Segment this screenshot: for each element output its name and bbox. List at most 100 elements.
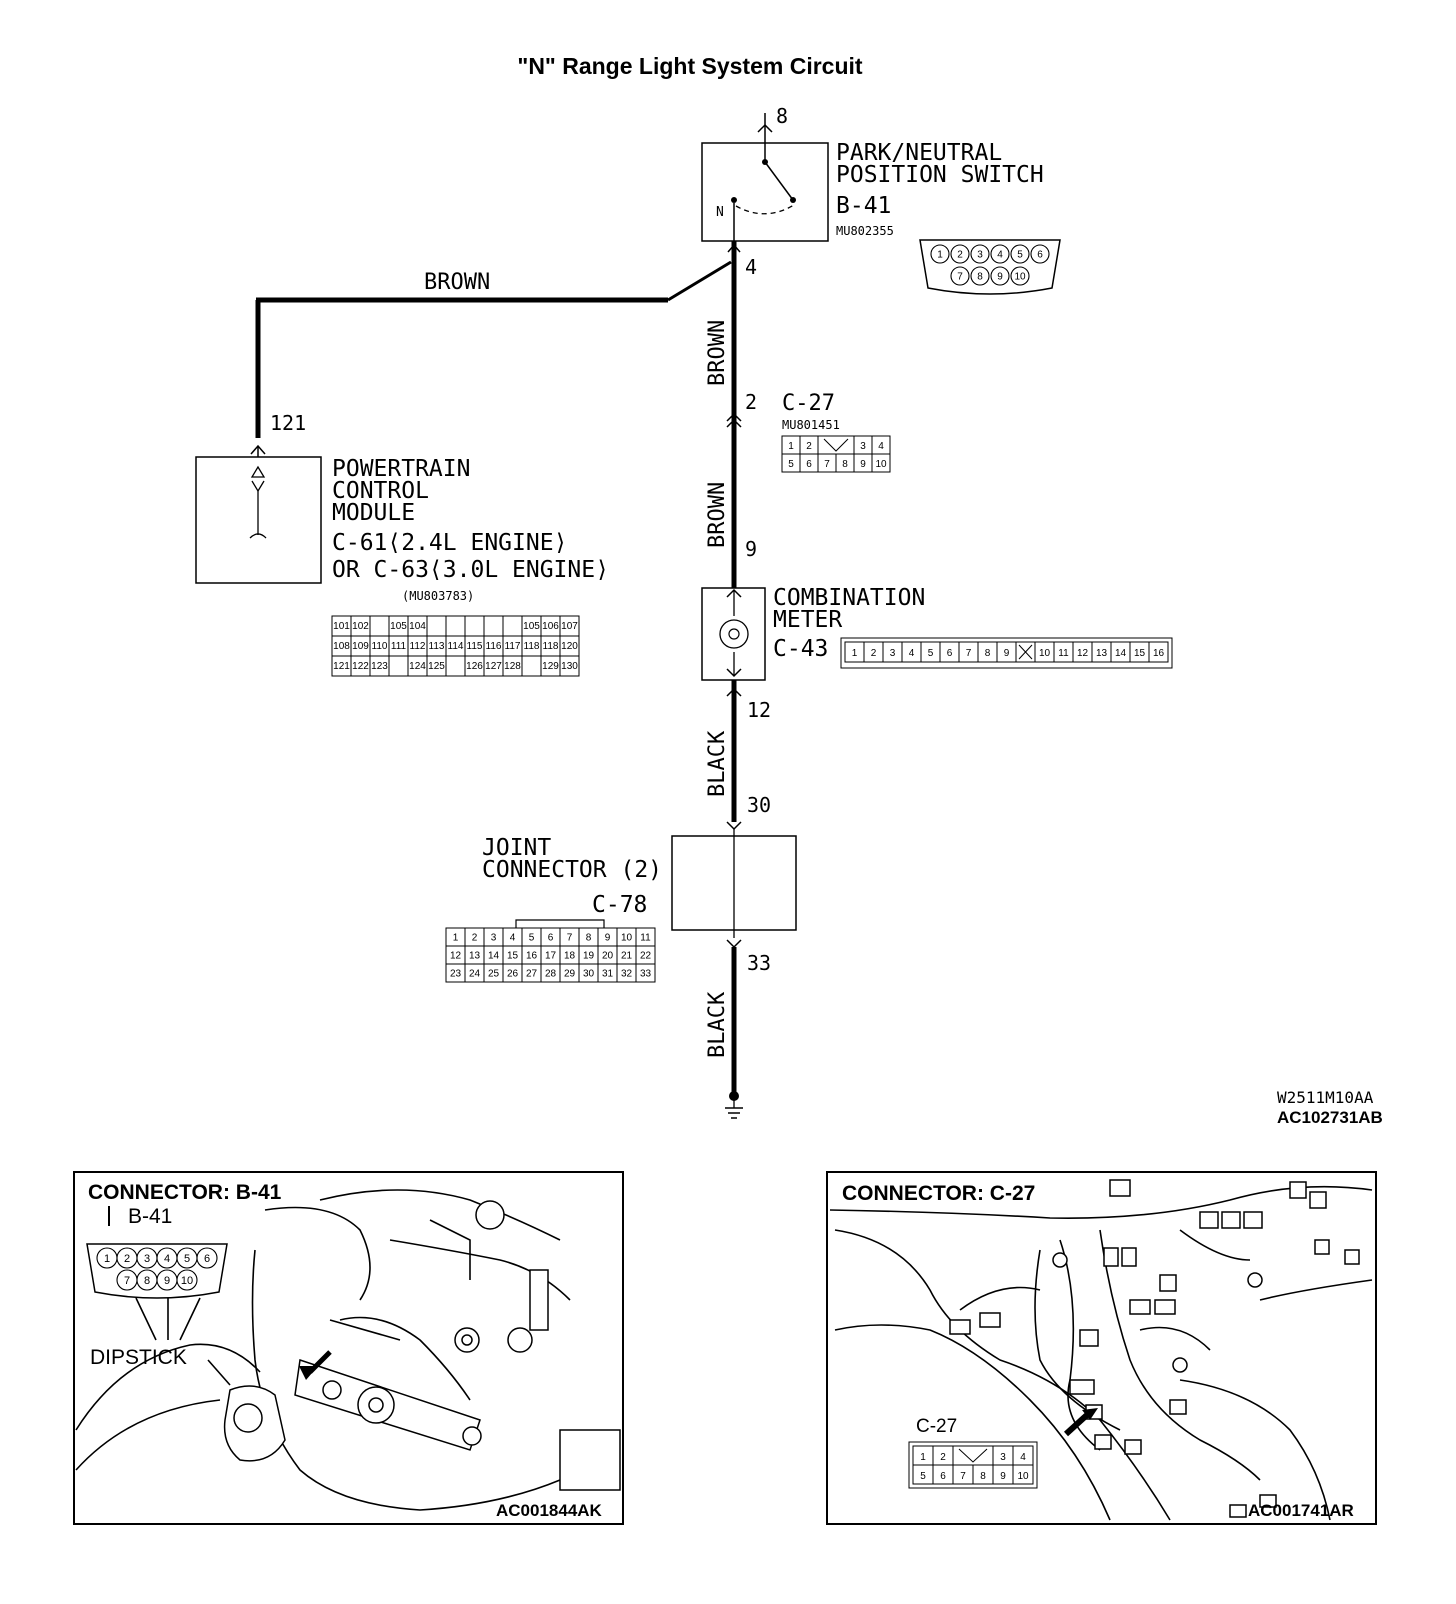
c27-pin-label: 6 (806, 459, 812, 470)
pcm-ground-symbol (249, 533, 267, 539)
joint-name-line1: JOINT (482, 835, 551, 861)
joint-terminal-bottom: 33 (747, 951, 771, 975)
b41-pin-label: 3 (977, 250, 983, 261)
joint-connector-id: C-78 (592, 892, 647, 918)
panel-b41-pin (176, 1269, 198, 1291)
pcm-pin-pin-label: 121 (333, 661, 350, 672)
wire-color-brown-1: BROWN (705, 320, 730, 386)
c78-pin-pin-label: 20 (602, 951, 614, 962)
ground-wire-lower: BLACK (705, 947, 743, 1119)
pcm-pin-cell (426, 615, 447, 637)
pcm-pin-pin-label: 124 (409, 661, 426, 672)
c78-pin-pin-label: 3 (491, 933, 497, 944)
switch-terminal-top: 8 (776, 104, 788, 128)
pcm-name-line3: MODULE (332, 500, 415, 526)
c78-pin-pin-label: 4 (510, 933, 516, 944)
switch-name-line1: PARK/NEUTRAL (836, 140, 1002, 166)
c27-pin-label: 9 (860, 459, 866, 470)
wire-color-brown-2: BROWN (705, 482, 730, 548)
pcm-pin-pin-label: 127 (485, 661, 502, 672)
dipstick-label: DIPSTICK (90, 1346, 187, 1369)
panel-b41-pin-label: 9 (164, 1275, 170, 1287)
c78-pin-pin-label: 31 (602, 969, 614, 980)
b41-pin-label: 9 (997, 272, 1003, 283)
panel-right-title: CONNECTOR: C-27 (842, 1182, 1035, 1205)
pcm-pin-pin-label: 116 (486, 641, 502, 652)
panel-right-tag: C-27 (916, 1416, 957, 1437)
b41-pin (970, 244, 990, 264)
b41-pin-label: 4 (997, 250, 1003, 261)
pcm-pin-cell (559, 655, 580, 677)
meter-terminal-top: 9 (745, 537, 757, 561)
pcm-name-line1: POWERTRAIN (332, 456, 470, 482)
panel-c27-pin-label: 3 (1000, 1452, 1006, 1463)
panel-c27-pin-label: 4 (1020, 1452, 1026, 1463)
b41-pin (950, 244, 970, 264)
figure-code: AC102731AB (1277, 1108, 1383, 1127)
c27-pin-label: 8 (842, 459, 848, 470)
c43-pin-label: 5 (928, 648, 934, 659)
panel-b41-pin-label: 8 (144, 1275, 150, 1287)
c78-pin-pin-label: 30 (583, 969, 595, 980)
c27-pin-label: 4 (878, 441, 884, 452)
pcm-pin-pin-label: 111 (391, 641, 407, 652)
c43-pin-label: 7 (966, 648, 972, 659)
c78-pin-pin-label: 24 (469, 969, 481, 980)
c78-pin-pin-label: 6 (548, 933, 554, 944)
meter-connector-id: C-43 (773, 636, 828, 662)
c27-blank-pin (823, 438, 849, 452)
c43-pin-label: 8 (985, 648, 991, 659)
c27-pin-label: 2 (806, 441, 812, 452)
c78-pin-pin-label: 11 (640, 933, 651, 944)
joint-name-line2: CONNECTOR (2) (482, 857, 662, 883)
pcm-pin-pin-label: 125 (428, 661, 445, 672)
c43-pin-label: 6 (947, 648, 953, 659)
pcm-pin-pin-label: 101 (333, 621, 350, 632)
c43-pin-label: 12 (1077, 648, 1089, 659)
c78-pin-pin-label: 25 (488, 969, 500, 980)
switch-n-label: N (716, 205, 724, 220)
panel-b41-pin-label: 1 (104, 1253, 110, 1265)
c78-pin-pin-label: 33 (640, 969, 652, 980)
b41-pin-label: 8 (977, 272, 983, 283)
panel-b41-pin-label: 7 (124, 1275, 130, 1287)
switch-part-number: MU802355 (836, 224, 894, 238)
b41-pin (930, 244, 950, 264)
panel-b41-pin-label: 3 (144, 1253, 150, 1265)
c43-blank-pin (1018, 644, 1033, 660)
powertrain-control-module: 121 POWERTRAIN CONTROL MODULE C-61⟨2.4L … (195, 411, 609, 677)
pcm-pin-cell (464, 615, 485, 637)
pcm-pin-pin-label: 114 (448, 641, 464, 652)
b41-pin (970, 266, 990, 286)
pcm-pin-pin-label: 128 (504, 661, 521, 672)
panel-c27-pin-label: 5 (920, 1471, 926, 1482)
c78-pin-pin-label: 5 (529, 933, 535, 944)
pcm-pin-pin-label: 107 (561, 621, 578, 632)
panel-b41-pin-label: 4 (164, 1253, 170, 1265)
switch-travel-arc (735, 204, 795, 215)
b41-pin-label: 10 (1014, 272, 1026, 283)
c27-connector-id: C-27 (782, 391, 835, 416)
c43-pin-label: 9 (1004, 648, 1010, 659)
pcm-pin-pin-label: 123 (371, 661, 388, 672)
c78-pin-pin-label: 22 (640, 951, 652, 962)
b41-pin-label: 5 (1017, 250, 1023, 261)
panel-c27-blank-pin (958, 1448, 988, 1463)
pcm-pin-pin-label: 106 (542, 621, 559, 632)
c78-pin-pin-label: 18 (564, 951, 576, 962)
panel-c27-pin-label: 2 (940, 1452, 946, 1463)
c78-pin-pin-label: 12 (450, 951, 462, 962)
c27-terminal: 2 (745, 390, 757, 414)
c78-pin-pin-label: 14 (488, 951, 500, 962)
c43-pin-label: 15 (1134, 648, 1146, 659)
meter-name-line2: METER (773, 607, 842, 633)
pcm-pin-pin-label: 102 (352, 621, 369, 632)
c27-pin-label: 3 (860, 441, 866, 452)
c78-pin-pin-label: 17 (545, 951, 557, 962)
